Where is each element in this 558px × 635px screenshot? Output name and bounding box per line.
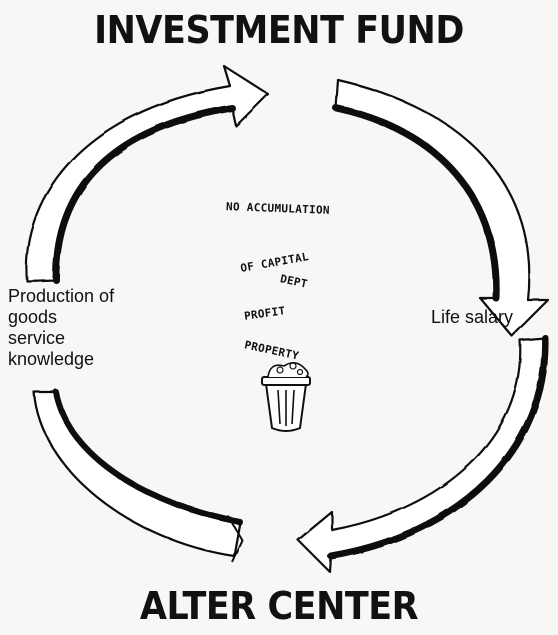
label-production-line-2: goods <box>8 307 58 327</box>
arrow-fund-to-salary <box>332 78 550 338</box>
trash-bin-icon <box>261 362 311 432</box>
label-production-line-3: service <box>8 328 66 348</box>
label-production: Production of goods service knowledge <box>8 286 114 370</box>
label-production-line-1: Production of <box>8 286 115 306</box>
title-investment-fund: INVESTMENT FUND <box>94 8 464 52</box>
arrow-center-to-production <box>32 389 244 563</box>
arrow-salary-to-center <box>296 334 549 574</box>
arrow-production-to-fund <box>25 64 270 284</box>
title-alter-center: ALTER CENTER <box>139 584 419 628</box>
label-life-salary: Life salary <box>431 307 514 327</box>
label-production-line-4: knowledge <box>8 349 95 369</box>
